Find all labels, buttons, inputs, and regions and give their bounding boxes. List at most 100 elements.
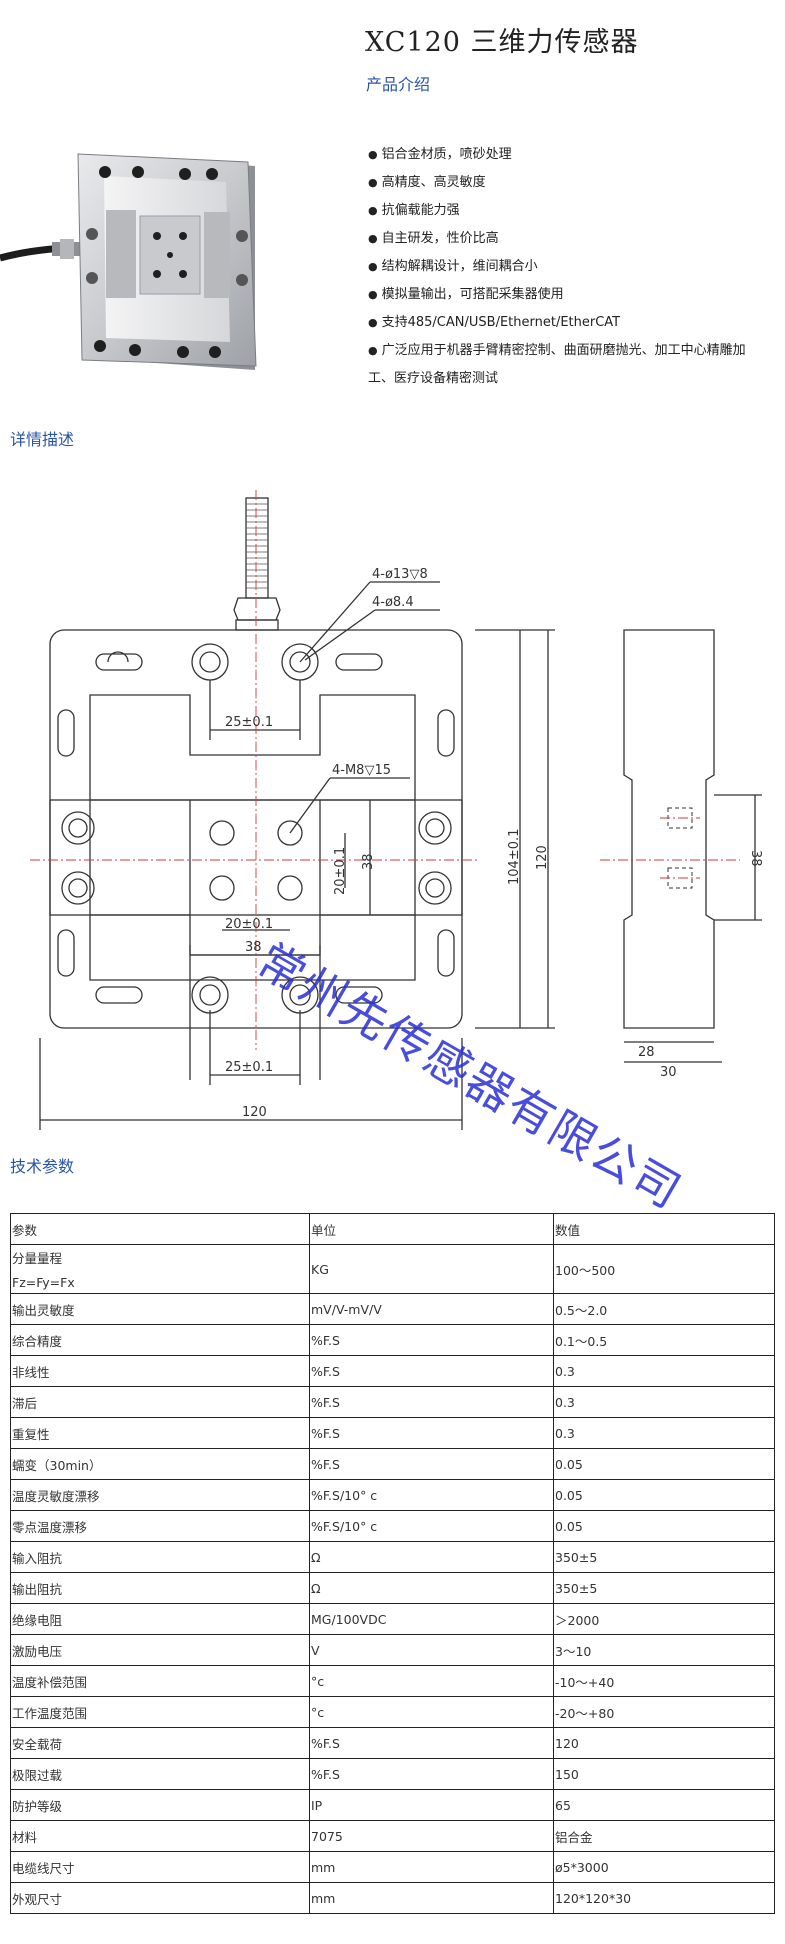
unit-cell: mV/V-mV/V <box>309 1293 554 1325</box>
bullet-icon: ● <box>368 232 378 245</box>
feature-item: ●结构解耦设计，维间耦合小 <box>368 253 763 281</box>
feature-item: ●高精度、高灵敏度 <box>368 169 763 197</box>
table-header-row: 参数 单位 数值 <box>10 1213 775 1245</box>
product-intro-heading: 产品介绍 <box>366 75 431 94</box>
bullet-icon: ● <box>368 344 378 357</box>
value-cell: 0.05 <box>553 1510 775 1542</box>
bullet-icon: ● <box>368 288 378 301</box>
dim-top-25: 25±0.1 <box>225 715 273 730</box>
param-cell: 工作温度范围 <box>10 1696 310 1728</box>
param-cell: 材料 <box>10 1820 310 1852</box>
dim-vertical-20: 20±0.1 <box>333 847 348 895</box>
unit-cell: %F.S <box>309 1758 554 1790</box>
param-cell: 电缆线尺寸 <box>10 1851 310 1883</box>
unit-cell: IP <box>309 1789 554 1821</box>
value-cell: 150 <box>553 1758 775 1790</box>
dim-vertical-38: 38 <box>361 853 376 870</box>
unit-cell: 7075 <box>309 1820 554 1852</box>
value-cell: 铝合金 <box>553 1820 775 1852</box>
unit-cell: %F.S <box>309 1386 554 1418</box>
feature-item: ●自主研发，性价比高 <box>368 225 763 253</box>
param-cell: 温度灵敏度漂移 <box>10 1479 310 1511</box>
unit-cell: %F.S/10° c <box>309 1510 554 1542</box>
param-cell-line: Fz=Fy=Fx <box>12 1275 75 1290</box>
cable-gland <box>245 497 269 599</box>
param-cell: 蠕变（30min） <box>10 1448 310 1480</box>
value-cell: ＞2000 <box>553 1603 775 1635</box>
param-cell: 分量量程 Fz=Fy=Fx <box>10 1244 310 1294</box>
value-cell: 3～10 <box>553 1634 775 1666</box>
value-cell: 0.3 <box>553 1355 775 1387</box>
unit-cell: °c <box>309 1665 554 1697</box>
unit-cell: %F.S <box>309 1417 554 1449</box>
feature-item: ●模拟量输出，可搭配采集器使用 <box>368 281 763 309</box>
value-cell: 0.3 <box>553 1417 775 1449</box>
param-cell: 安全载荷 <box>10 1727 310 1759</box>
feature-item: ●抗偏载能力强 <box>368 197 763 225</box>
value-cell: -10～+40 <box>553 1665 775 1697</box>
unit-cell: mm <box>309 1882 554 1914</box>
specs-heading: 技术参数 <box>10 1157 75 1176</box>
value-cell: 0.3 <box>553 1386 775 1418</box>
unit-cell: %F.S <box>309 1727 554 1759</box>
param-cell: 温度补偿范围 <box>10 1665 310 1697</box>
param-cell: 绝缘电阻 <box>10 1603 310 1635</box>
side-dim-38: 38 <box>748 850 763 867</box>
feature-item: ●支持485/CAN/USB/Ethernet/EtherCAT <box>368 309 763 337</box>
bullet-icon: ● <box>368 260 378 273</box>
unit-cell: °c <box>309 1696 554 1728</box>
param-cell: 零点温度漂移 <box>10 1510 310 1542</box>
value-cell: 0.5～2.0 <box>553 1293 775 1325</box>
param-cell: 极限过载 <box>10 1758 310 1790</box>
param-cell: 激励电压 <box>10 1634 310 1666</box>
value-cell: 120 <box>553 1727 775 1759</box>
dim-bottom-25: 25±0.1 <box>225 1060 273 1075</box>
product-photo <box>0 153 257 370</box>
unit-cell: KG <box>309 1244 554 1294</box>
param-cell: 非线性 <box>10 1355 310 1387</box>
value-cell: 350±5 <box>553 1572 775 1604</box>
thread-label: 4-M8▽15 <box>332 763 391 778</box>
technical-drawing: 4-ø13▽8 4-ø8.4 4-M8▽15 25±0.1 20±0.1 38 … <box>30 490 763 1130</box>
unit-cell: %F.S/10° c <box>309 1479 554 1511</box>
unit-cell: %F.S <box>309 1448 554 1480</box>
side-dim-30: 30 <box>660 1065 677 1080</box>
unit-cell: Ω <box>309 1541 554 1573</box>
hole-label-13: 4-ø13▽8 <box>372 567 428 582</box>
bullet-icon: ● <box>368 148 378 161</box>
param-cell: 防护等级 <box>10 1789 310 1821</box>
bullet-icon: ● <box>368 316 378 329</box>
header-cell-unit: 单位 <box>309 1213 554 1245</box>
unit-cell: %F.S <box>309 1355 554 1387</box>
feature-item: ●铝合金材质，喷砂处理 <box>368 141 763 169</box>
value-cell: 100～500 <box>553 1244 775 1294</box>
param-cell: 滞后 <box>10 1386 310 1418</box>
value-cell: ø5*3000 <box>553 1851 775 1883</box>
product-title: XC120 三维力传感器 <box>365 27 639 58</box>
side-dim-28: 28 <box>638 1045 655 1060</box>
feature-item: ●广泛应用于机器手臂精密控制、曲面研磨抛光、加工中心精雕加工、医疗设备精密测试 <box>368 337 763 393</box>
value-cell: 0.05 <box>553 1448 775 1480</box>
param-cell: 输入阻抗 <box>10 1541 310 1573</box>
param-cell-line: 分量量程 <box>12 1251 63 1266</box>
unit-cell: Ω <box>309 1572 554 1604</box>
value-cell: 65 <box>553 1789 775 1821</box>
dim-horizontal-38: 38 <box>245 940 262 955</box>
dim-vertical-120: 120 <box>535 845 550 870</box>
hole-label-8-4: 4-ø8.4 <box>372 595 414 610</box>
dim-bottom-120: 120 <box>242 1105 267 1120</box>
